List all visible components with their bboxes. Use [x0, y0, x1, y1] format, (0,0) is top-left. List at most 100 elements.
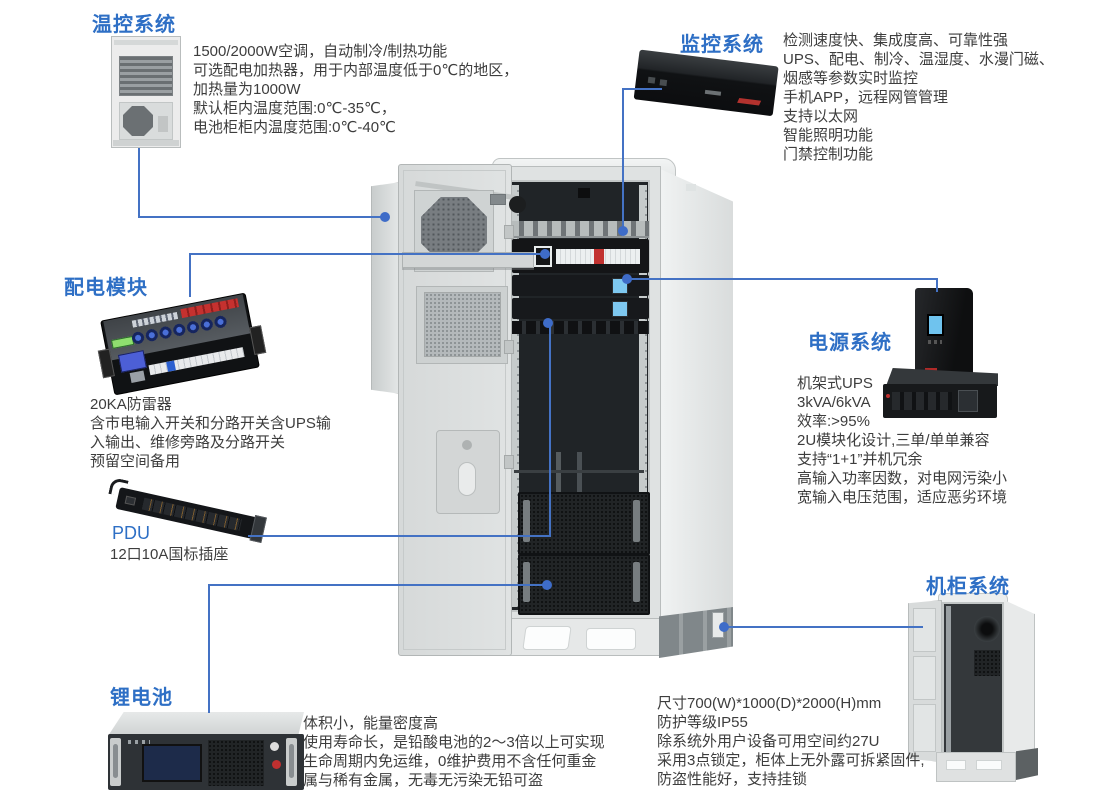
pd-ear-right — [249, 325, 267, 355]
section-text-power-distribution: 20KA防雷器含市电输入开关和分路开关含UPS输入输出、维修旁路及分路开关预留空… — [90, 395, 331, 471]
rack-ups-screen-2 — [612, 301, 628, 317]
text-line: 高输入功率因数，对电网污染小 — [797, 470, 1008, 487]
text-line: 门禁控制功能 — [783, 146, 874, 163]
door-grommet — [509, 196, 526, 213]
pd-terminal-strip — [148, 347, 245, 376]
cable-hook-bar — [510, 221, 649, 238]
text-line: 2U模块化设计,三单/单单兼容 — [797, 432, 990, 449]
text-line: 入输出、维修旁路及分路开关 — [90, 434, 286, 451]
text-line: 默认柜内温度范围:0℃-35℃， — [193, 100, 396, 117]
pdu-cable — [108, 477, 129, 498]
cabinet-base — [494, 618, 666, 656]
text-line: 属与稀有金属，无毒无污染无铅可盗 — [303, 772, 544, 789]
section-text-battery: 体积小，能量密度高使用寿命长，是铅酸电池的2～3倍以上可实现生命周期内免运维，0… — [303, 714, 605, 790]
breaker-red-unit — [594, 249, 604, 264]
sc-door-panel-2 — [913, 656, 936, 700]
text-line: 防护等级IP55 — [657, 714, 748, 731]
battery-ear-right-slot — [289, 744, 294, 778]
ac-fan-hole — [123, 106, 153, 136]
ups-rack-module — [958, 390, 978, 412]
section-title-monitoring: 监控系统 — [680, 34, 764, 56]
pd-connector — [129, 370, 146, 383]
pdu-switch — [124, 495, 137, 506]
battery-screen — [142, 744, 202, 782]
sc-base-slot-2 — [976, 760, 1002, 770]
text-line: 预留空间备用 — [90, 453, 181, 470]
door-inner-recess — [403, 170, 506, 650]
ups-rack-led — [886, 394, 890, 398]
section-title-battery: 锂电池 — [110, 687, 173, 709]
section-title-power-system: 电源系统 — [808, 332, 892, 354]
door-hinge-1 — [504, 225, 514, 239]
door-hinge-3 — [504, 455, 514, 469]
text-line: 采用3点锁定，柜体上无外露可拆紧固件, — [657, 752, 925, 769]
text-line: 20KA防雷器 — [90, 396, 172, 413]
door-display — [490, 194, 506, 205]
sc-vent — [974, 650, 1000, 676]
text-line: 手机APP，远程网管管理 — [783, 89, 949, 106]
pdu-bracket — [249, 515, 267, 544]
text-line: UPS、配电、制冷、温湿度、水漫门磁、 — [783, 51, 1054, 68]
ac-bottom-bar — [113, 140, 179, 146]
monitoring-port-1 — [647, 76, 656, 84]
ac-top-bar — [114, 40, 178, 45]
rack-rail-right — [639, 185, 647, 607]
sc-fan — [974, 616, 1000, 642]
door-hinge-2 — [504, 340, 514, 354]
interior-sensor — [686, 184, 696, 191]
sc-base-slot-1 — [946, 760, 966, 770]
cabinet-side-panel — [658, 168, 733, 646]
base-cutout-1 — [522, 626, 572, 650]
section-title-power-distribution: 配电模块 — [64, 277, 148, 299]
ups-tower-buttons — [928, 340, 942, 344]
battery-button-red — [272, 760, 281, 769]
rack-rail-left — [511, 185, 519, 607]
battery-1-handle-right — [633, 500, 640, 542]
ups-tower-screen — [927, 314, 944, 336]
door-shelf — [402, 252, 534, 268]
interior-camera — [578, 188, 590, 198]
section-text-temp-control: 1500/2000W空调，自动制冷/制热功能可选配电加热器，用于内部温度低于0℃… — [193, 42, 518, 137]
text-line: 3kVA/6kVA — [797, 394, 871, 411]
battery-top-face — [108, 712, 304, 736]
battery-1-handle-left — [523, 500, 530, 542]
battery-status-dots — [128, 740, 150, 744]
section-title-temp-control: 温控系统 — [92, 14, 176, 36]
pd-blue-screen — [117, 350, 147, 373]
battery-ear-left-slot — [113, 744, 118, 778]
sc-rail — [946, 606, 951, 766]
ups-rack-top — [886, 368, 998, 386]
power-distribution-image — [97, 292, 267, 396]
text-line: 除系统外用户设备可用空间约27U — [657, 733, 880, 750]
monitoring-device-image — [633, 49, 780, 119]
door-pocket-slot — [458, 462, 476, 496]
section-title-cabinet-system: 机柜系统 — [926, 576, 1010, 598]
rack-pdu-bar — [512, 321, 649, 334]
text-line: 宽输入电压范围，适应恶劣环境 — [797, 489, 1008, 506]
ups-rack-vents — [892, 392, 952, 410]
rack-cross-brace — [514, 470, 644, 473]
text-line: 机架式UPS — [797, 375, 873, 392]
text-line: 效率:>95% — [797, 413, 870, 430]
text-line: 支持“1+1”并机冗余 — [797, 451, 923, 468]
text-line: 检测速度快、集成度高、可靠性强 — [783, 32, 1009, 49]
text-line: 可选配电加热器，用于内部温度低于0℃的地区， — [193, 62, 519, 79]
text-line: 含市电输入开关和分路开关含UPS输 — [90, 415, 331, 432]
text-line: 生命周期内免运维，0维护费用不含任何重金 — [303, 753, 597, 770]
battery-button-white — [270, 742, 279, 751]
section-title-pdu: PDU — [112, 523, 151, 543]
ac-louver-grille — [119, 56, 173, 96]
text-line: 智能照明功能 — [783, 127, 874, 144]
door-vent-mesh — [424, 292, 501, 357]
base-cutout-2 — [586, 628, 636, 650]
text-line: 使用寿命长，是铅酸电池的2～3倍以上可实现 — [303, 734, 605, 751]
rack-ups-unit-2 — [512, 298, 649, 319]
text-line: 防盗性能好，支持挂锁 — [657, 771, 808, 788]
sc-door-panel-3 — [913, 704, 936, 752]
text-line: 加热量为1000W — [193, 81, 301, 98]
pdu-sockets — [141, 497, 242, 531]
breaker-handle-hole — [534, 246, 552, 267]
